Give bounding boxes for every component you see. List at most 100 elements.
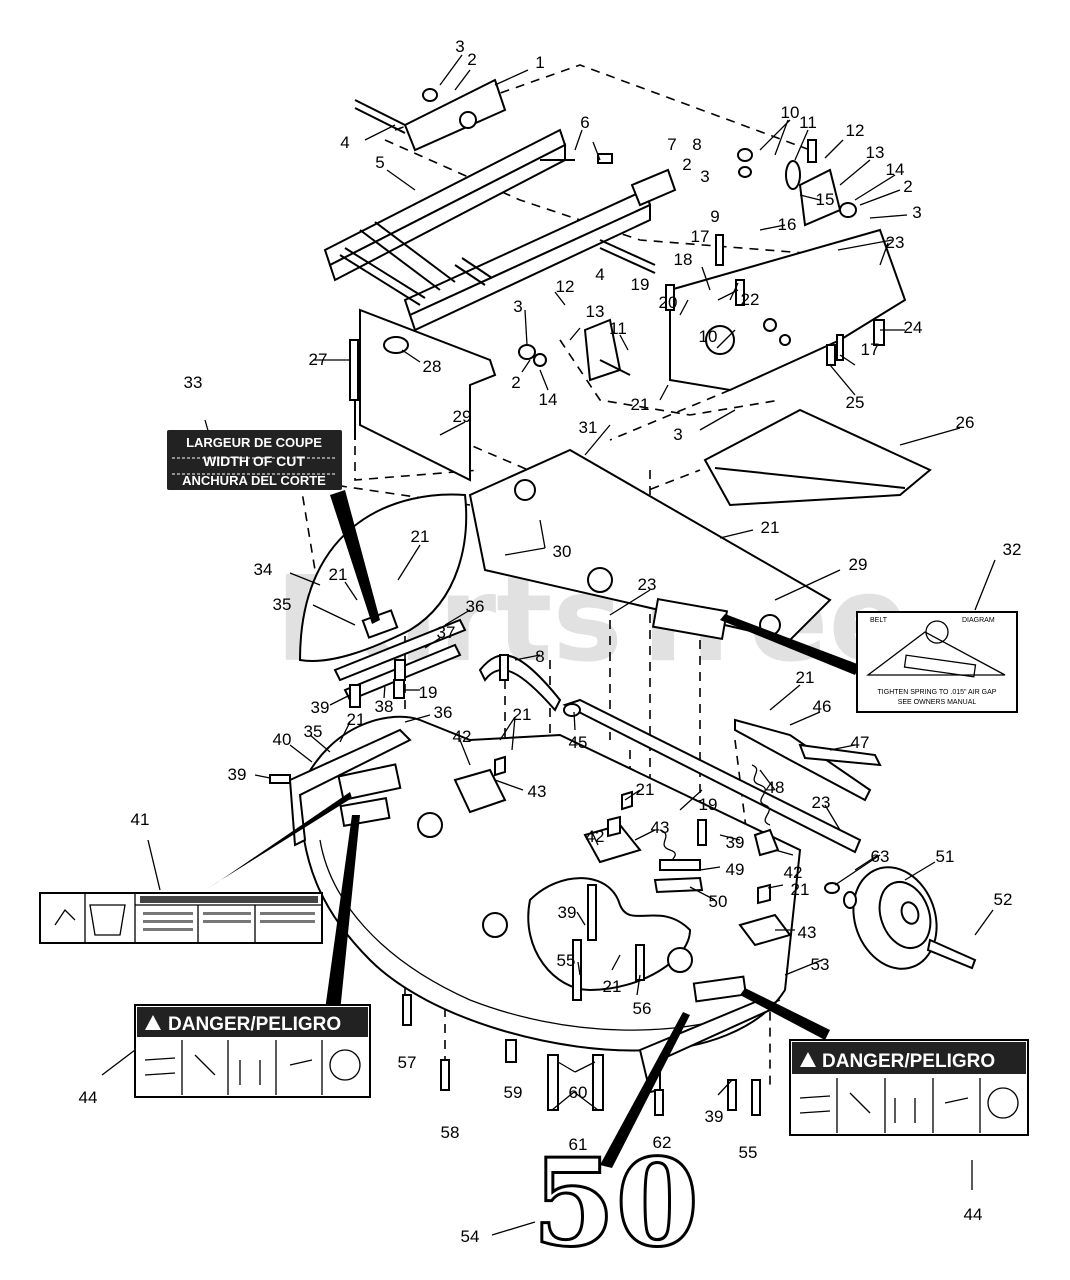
callout-41: 41 bbox=[131, 810, 150, 829]
callout-33: 33 bbox=[184, 373, 203, 392]
callout-12: 12 bbox=[556, 277, 575, 296]
callout-21: 21 bbox=[603, 977, 622, 996]
callout-34: 34 bbox=[254, 560, 273, 579]
callout-4: 4 bbox=[595, 265, 604, 284]
callout-57: 57 bbox=[398, 1053, 417, 1072]
callout-37: 37 bbox=[437, 623, 456, 642]
callout-19: 19 bbox=[699, 795, 718, 814]
danger-label-right: DANGER/PELIGRO bbox=[822, 1051, 995, 1072]
callout-31: 31 bbox=[579, 418, 598, 437]
lift-arm bbox=[333, 618, 467, 702]
callout-3: 3 bbox=[700, 167, 709, 186]
callout-25: 25 bbox=[846, 393, 865, 412]
callout-36: 36 bbox=[466, 597, 485, 616]
callout-63: 63 bbox=[871, 847, 890, 866]
callout-43: 43 bbox=[528, 782, 547, 801]
callout-44: 44 bbox=[79, 1088, 98, 1107]
belt-instruction-2: SEE OWNERS MANUAL bbox=[898, 699, 977, 706]
callout-8: 8 bbox=[692, 135, 701, 154]
callout-9: 9 bbox=[710, 207, 719, 226]
callout-19: 19 bbox=[631, 275, 650, 294]
callout-3: 3 bbox=[673, 425, 682, 444]
callout-32: 32 bbox=[1003, 540, 1022, 559]
callout-11: 11 bbox=[609, 319, 627, 338]
callout-39: 39 bbox=[726, 833, 745, 852]
callout-54: 54 bbox=[461, 1227, 480, 1246]
callout-21: 21 bbox=[796, 668, 815, 687]
belt-instruction-1: TIGHTEN SPRING TO .015" AIR GAP bbox=[878, 689, 997, 696]
callout-48: 48 bbox=[766, 778, 785, 797]
callout-36: 36 bbox=[434, 703, 453, 722]
danger-decal-right: DANGER/PELIGRO bbox=[789, 1039, 1029, 1136]
callout-49: 49 bbox=[726, 860, 745, 879]
callout-13: 13 bbox=[586, 302, 605, 321]
callout-21: 21 bbox=[347, 710, 366, 729]
danger-label-left: DANGER/PELIGRO bbox=[168, 1014, 341, 1035]
callout-3: 3 bbox=[513, 297, 522, 316]
callout-21: 21 bbox=[631, 395, 650, 414]
callout-20: 20 bbox=[659, 293, 678, 312]
cut-size-decal: 50 bbox=[532, 1133, 699, 1274]
gauge-wheel bbox=[824, 866, 977, 970]
callout-17: 17 bbox=[691, 227, 710, 246]
callout-35: 35 bbox=[273, 595, 292, 614]
callout-44: 44 bbox=[964, 1205, 983, 1224]
callout-5: 5 bbox=[375, 153, 384, 172]
callout-7: 7 bbox=[667, 135, 676, 154]
belt-cover bbox=[703, 408, 932, 507]
callout-3: 3 bbox=[455, 37, 464, 56]
callout-61: 61 bbox=[569, 1135, 588, 1154]
callout-47: 47 bbox=[851, 733, 870, 752]
width-of-cut-decal: LARGEUR DE COUPE WIDTH OF CUT ANCHURA DE… bbox=[167, 430, 342, 490]
callout-30: 30 bbox=[553, 542, 572, 561]
callout-18: 18 bbox=[674, 250, 693, 269]
callout-21: 21 bbox=[411, 527, 430, 546]
callout-39: 39 bbox=[311, 698, 330, 717]
callout-11: 11 bbox=[799, 113, 817, 132]
callout-59: 59 bbox=[504, 1083, 523, 1102]
side-plate bbox=[349, 308, 497, 482]
callout-45: 45 bbox=[569, 733, 588, 752]
callout-24: 24 bbox=[904, 318, 923, 337]
callout-21: 21 bbox=[636, 780, 655, 799]
callout-29: 29 bbox=[453, 407, 472, 426]
callout-39: 39 bbox=[228, 765, 247, 784]
callout-6: 6 bbox=[580, 113, 589, 132]
callout-1: 1 bbox=[535, 53, 544, 72]
callout-28: 28 bbox=[423, 357, 442, 376]
callout-2: 2 bbox=[511, 373, 520, 392]
upper-right-plate bbox=[518, 139, 907, 392]
callout-62: 62 bbox=[653, 1133, 672, 1152]
mower-deck bbox=[288, 715, 802, 1094]
callout-2: 2 bbox=[903, 177, 912, 196]
callout-43: 43 bbox=[798, 923, 817, 942]
hanger-bracket-assembly bbox=[323, 78, 677, 332]
callout-43: 43 bbox=[651, 818, 670, 837]
callout-8: 8 bbox=[535, 647, 544, 666]
callout-58: 58 bbox=[441, 1123, 460, 1142]
callout-60: 60 bbox=[569, 1083, 588, 1102]
callout-13: 13 bbox=[866, 143, 885, 162]
leader-lines bbox=[101, 54, 996, 1236]
bolts bbox=[269, 234, 844, 1116]
callout-21: 21 bbox=[761, 518, 780, 537]
callout-50: 50 bbox=[709, 892, 728, 911]
callout-35: 35 bbox=[304, 722, 323, 741]
decal-line-1: LARGEUR DE COUPE bbox=[186, 435, 322, 450]
callout-51: 51 bbox=[936, 847, 955, 866]
callout-39: 39 bbox=[558, 903, 577, 922]
callout-16: 16 bbox=[778, 215, 797, 234]
callout-55: 55 bbox=[739, 1143, 758, 1162]
callout-42: 42 bbox=[784, 863, 803, 882]
callout-23: 23 bbox=[812, 793, 831, 812]
callout-14: 14 bbox=[539, 390, 558, 409]
callout-17: 17 bbox=[861, 340, 880, 359]
callout-42: 42 bbox=[453, 727, 472, 746]
callout-23: 23 bbox=[638, 575, 657, 594]
callout-55: 55 bbox=[557, 951, 576, 970]
decal-line-3: ANCHURA DEL CORTE bbox=[182, 473, 326, 488]
callout-10: 10 bbox=[699, 327, 718, 346]
